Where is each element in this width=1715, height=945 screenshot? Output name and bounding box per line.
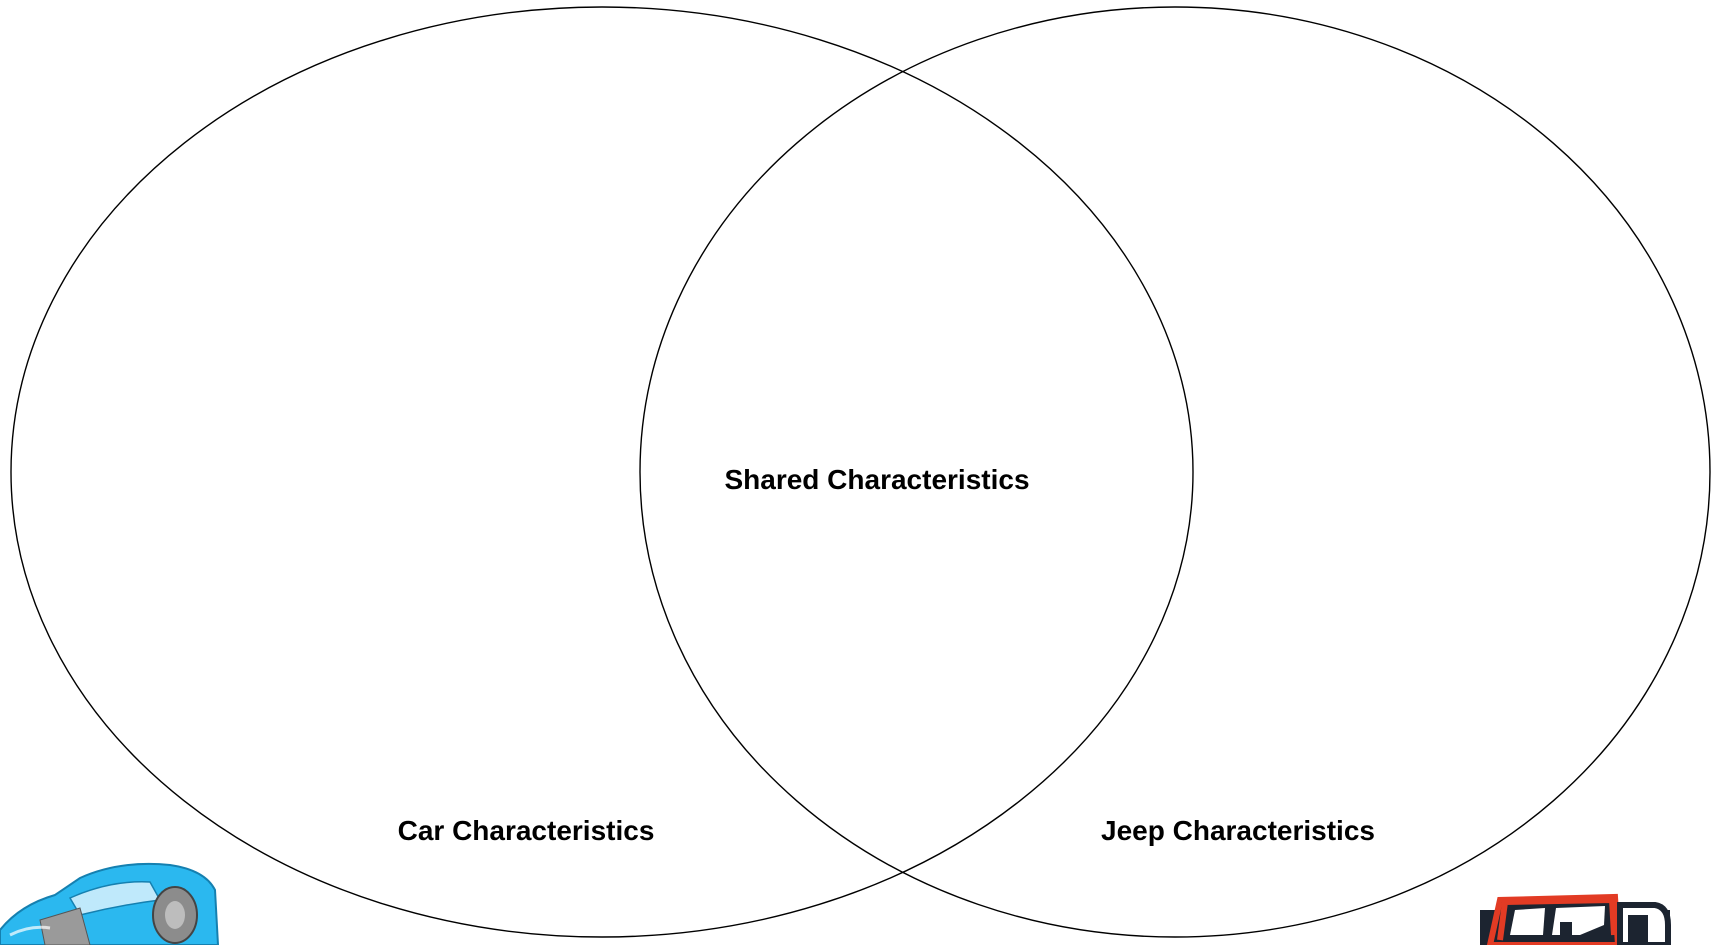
jeep-circle [639, 6, 1711, 938]
car-characteristics-label: Car Characteristics [397, 815, 655, 846]
jeep-icon [1480, 893, 1671, 945]
car-circle [10, 6, 1194, 938]
shared-characteristics-label: Shared Characteristics [724, 464, 1030, 495]
car-icon [0, 862, 220, 945]
jeep-characteristics-label: Jeep Characteristics [1101, 815, 1375, 846]
